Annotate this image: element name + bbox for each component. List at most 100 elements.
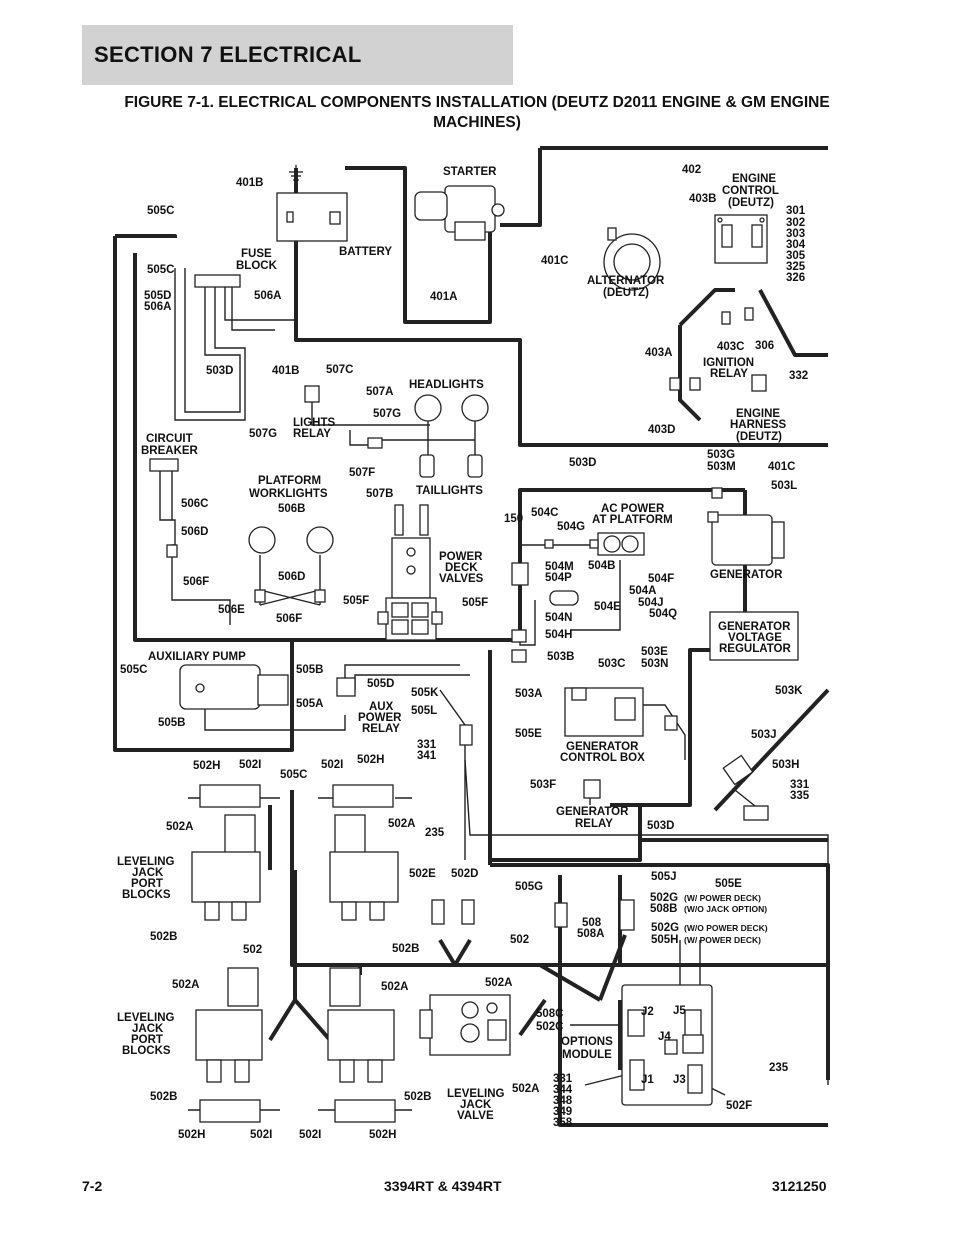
callout: 505C <box>120 664 148 676</box>
callout: 502F <box>726 1100 752 1112</box>
leveling-jack-port-block-lower-right <box>327 967 396 1123</box>
headlight-right <box>461 394 489 422</box>
section-header-bar: SECTION 7 ELECTRICAL <box>82 25 513 85</box>
callout: 507F <box>349 467 375 479</box>
callout: 502E <box>409 868 436 880</box>
callout: 344 <box>553 1084 573 1096</box>
circuit-breaker <box>149 458 179 472</box>
callout: 502H <box>193 760 221 772</box>
callout: 304 <box>786 239 806 251</box>
generator-voltage-regulator <box>709 611 799 661</box>
power-deck-valves <box>377 504 443 641</box>
callout: 506C <box>181 498 209 510</box>
label-battery: BATTERY <box>339 246 392 258</box>
callout: 506B <box>278 503 306 515</box>
callout: 302 <box>786 217 805 229</box>
callout: 505B <box>296 664 324 676</box>
callout: 504G <box>557 521 585 533</box>
callout: 505D <box>367 678 395 690</box>
headlight-left <box>414 394 442 422</box>
callout: 502H <box>178 1129 206 1141</box>
generator-control-box <box>564 687 678 737</box>
callout: 503L <box>771 480 797 492</box>
callout: 502I <box>250 1129 272 1141</box>
callout: 503J <box>751 729 777 741</box>
label-platform-worklights-1: PLATFORM <box>258 475 321 487</box>
callout: 505G <box>515 881 543 893</box>
callout: 150 <box>504 513 523 525</box>
callout: 348 <box>553 1095 573 1107</box>
generator-unit <box>707 487 785 566</box>
taillight-right <box>467 454 483 478</box>
options-module <box>621 984 713 1106</box>
callout: 235 <box>769 1062 789 1074</box>
callout: 503C <box>598 658 626 670</box>
callout: 504E <box>594 601 621 613</box>
callout: 503D <box>206 365 234 377</box>
label-ljpb-lower-2: JACK <box>132 1023 164 1035</box>
callout: 505A <box>296 698 324 710</box>
label-ignition-relay-2: RELAY <box>710 368 748 380</box>
callout: 403C <box>717 341 745 353</box>
callout: 504A <box>629 585 657 597</box>
label-starter: STARTER <box>443 166 497 178</box>
label-fuse-line1: FUSE <box>241 248 272 260</box>
callout: 502A <box>485 977 513 989</box>
label-ljpb-lower-3: PORT <box>131 1034 163 1046</box>
callout: 502I <box>239 759 261 771</box>
lights-relay <box>304 385 320 403</box>
callout: 402 <box>682 164 701 176</box>
leveling-jack-port-block-lower-left <box>195 967 263 1123</box>
callout: 358 <box>553 1117 573 1129</box>
label-circuit-breaker-1: CIRCUIT <box>146 433 193 445</box>
callout: 503E <box>641 646 668 658</box>
callout: 502I <box>321 759 343 771</box>
callout: 503H <box>772 759 800 771</box>
callout: 504M <box>545 561 574 573</box>
callout: 502A <box>381 981 409 993</box>
label-engine-control-2: CONTROL <box>722 185 779 197</box>
callout: 349 <box>553 1106 572 1118</box>
callout: 503D <box>647 820 675 832</box>
callout: 505K <box>411 687 439 699</box>
label-engine-harness-3: (DEUTZ) <box>736 431 782 443</box>
label-fuse-line2: BLOCK <box>236 260 278 272</box>
callout: 335 <box>790 790 810 802</box>
callout: 507B <box>366 488 394 500</box>
callout-note: (W/O POWER DECK) <box>684 923 768 933</box>
label-platform-worklights-2: WORKLIGHTS <box>249 488 328 500</box>
callout: 502B <box>150 1091 178 1103</box>
callout: 506F <box>276 613 302 625</box>
callout: 503B <box>547 651 575 663</box>
callout: 401C <box>541 255 569 267</box>
label-gen-control-box-1: GENERATOR <box>566 741 639 753</box>
callout: 502G <box>650 892 678 904</box>
callout: 502A <box>166 821 194 833</box>
callout: 504F <box>648 573 674 585</box>
fuse-block <box>194 274 241 288</box>
label-headlights: HEADLIGHTS <box>409 379 484 391</box>
callout: 506F <box>183 576 209 588</box>
callout: 503K <box>775 685 803 697</box>
label-j5: J5 <box>673 1005 686 1017</box>
label-ignition-relay-1: IGNITION <box>703 357 754 369</box>
callout: 504H <box>545 629 573 641</box>
leveling-jack-port-block-upper-left <box>191 784 261 921</box>
label-ljpb-upper-1: LEVELING <box>117 856 175 868</box>
callout: 503M <box>707 461 736 473</box>
callout: 505E <box>515 728 542 740</box>
label-ljpb-upper-3: PORT <box>131 878 163 890</box>
callout: 306 <box>755 340 774 352</box>
callout: 326 <box>786 272 805 284</box>
label-ac-power-1: AC POWER <box>601 503 665 515</box>
label-engine-control-1: ENGINE <box>732 173 776 185</box>
callout: 505E <box>715 878 742 890</box>
label-j4: J4 <box>658 1031 671 1043</box>
label-gvr-2: VOLTAGE <box>728 632 782 644</box>
footer-doc-number: 3121250 <box>772 1178 827 1194</box>
label-ljpb-upper-2: JACK <box>132 867 164 879</box>
label-auxiliary-pump: AUXILIARY PUMP <box>148 651 246 663</box>
callout: 401A <box>430 291 458 303</box>
callout: 505C <box>280 769 308 781</box>
worklight-right <box>306 526 334 554</box>
